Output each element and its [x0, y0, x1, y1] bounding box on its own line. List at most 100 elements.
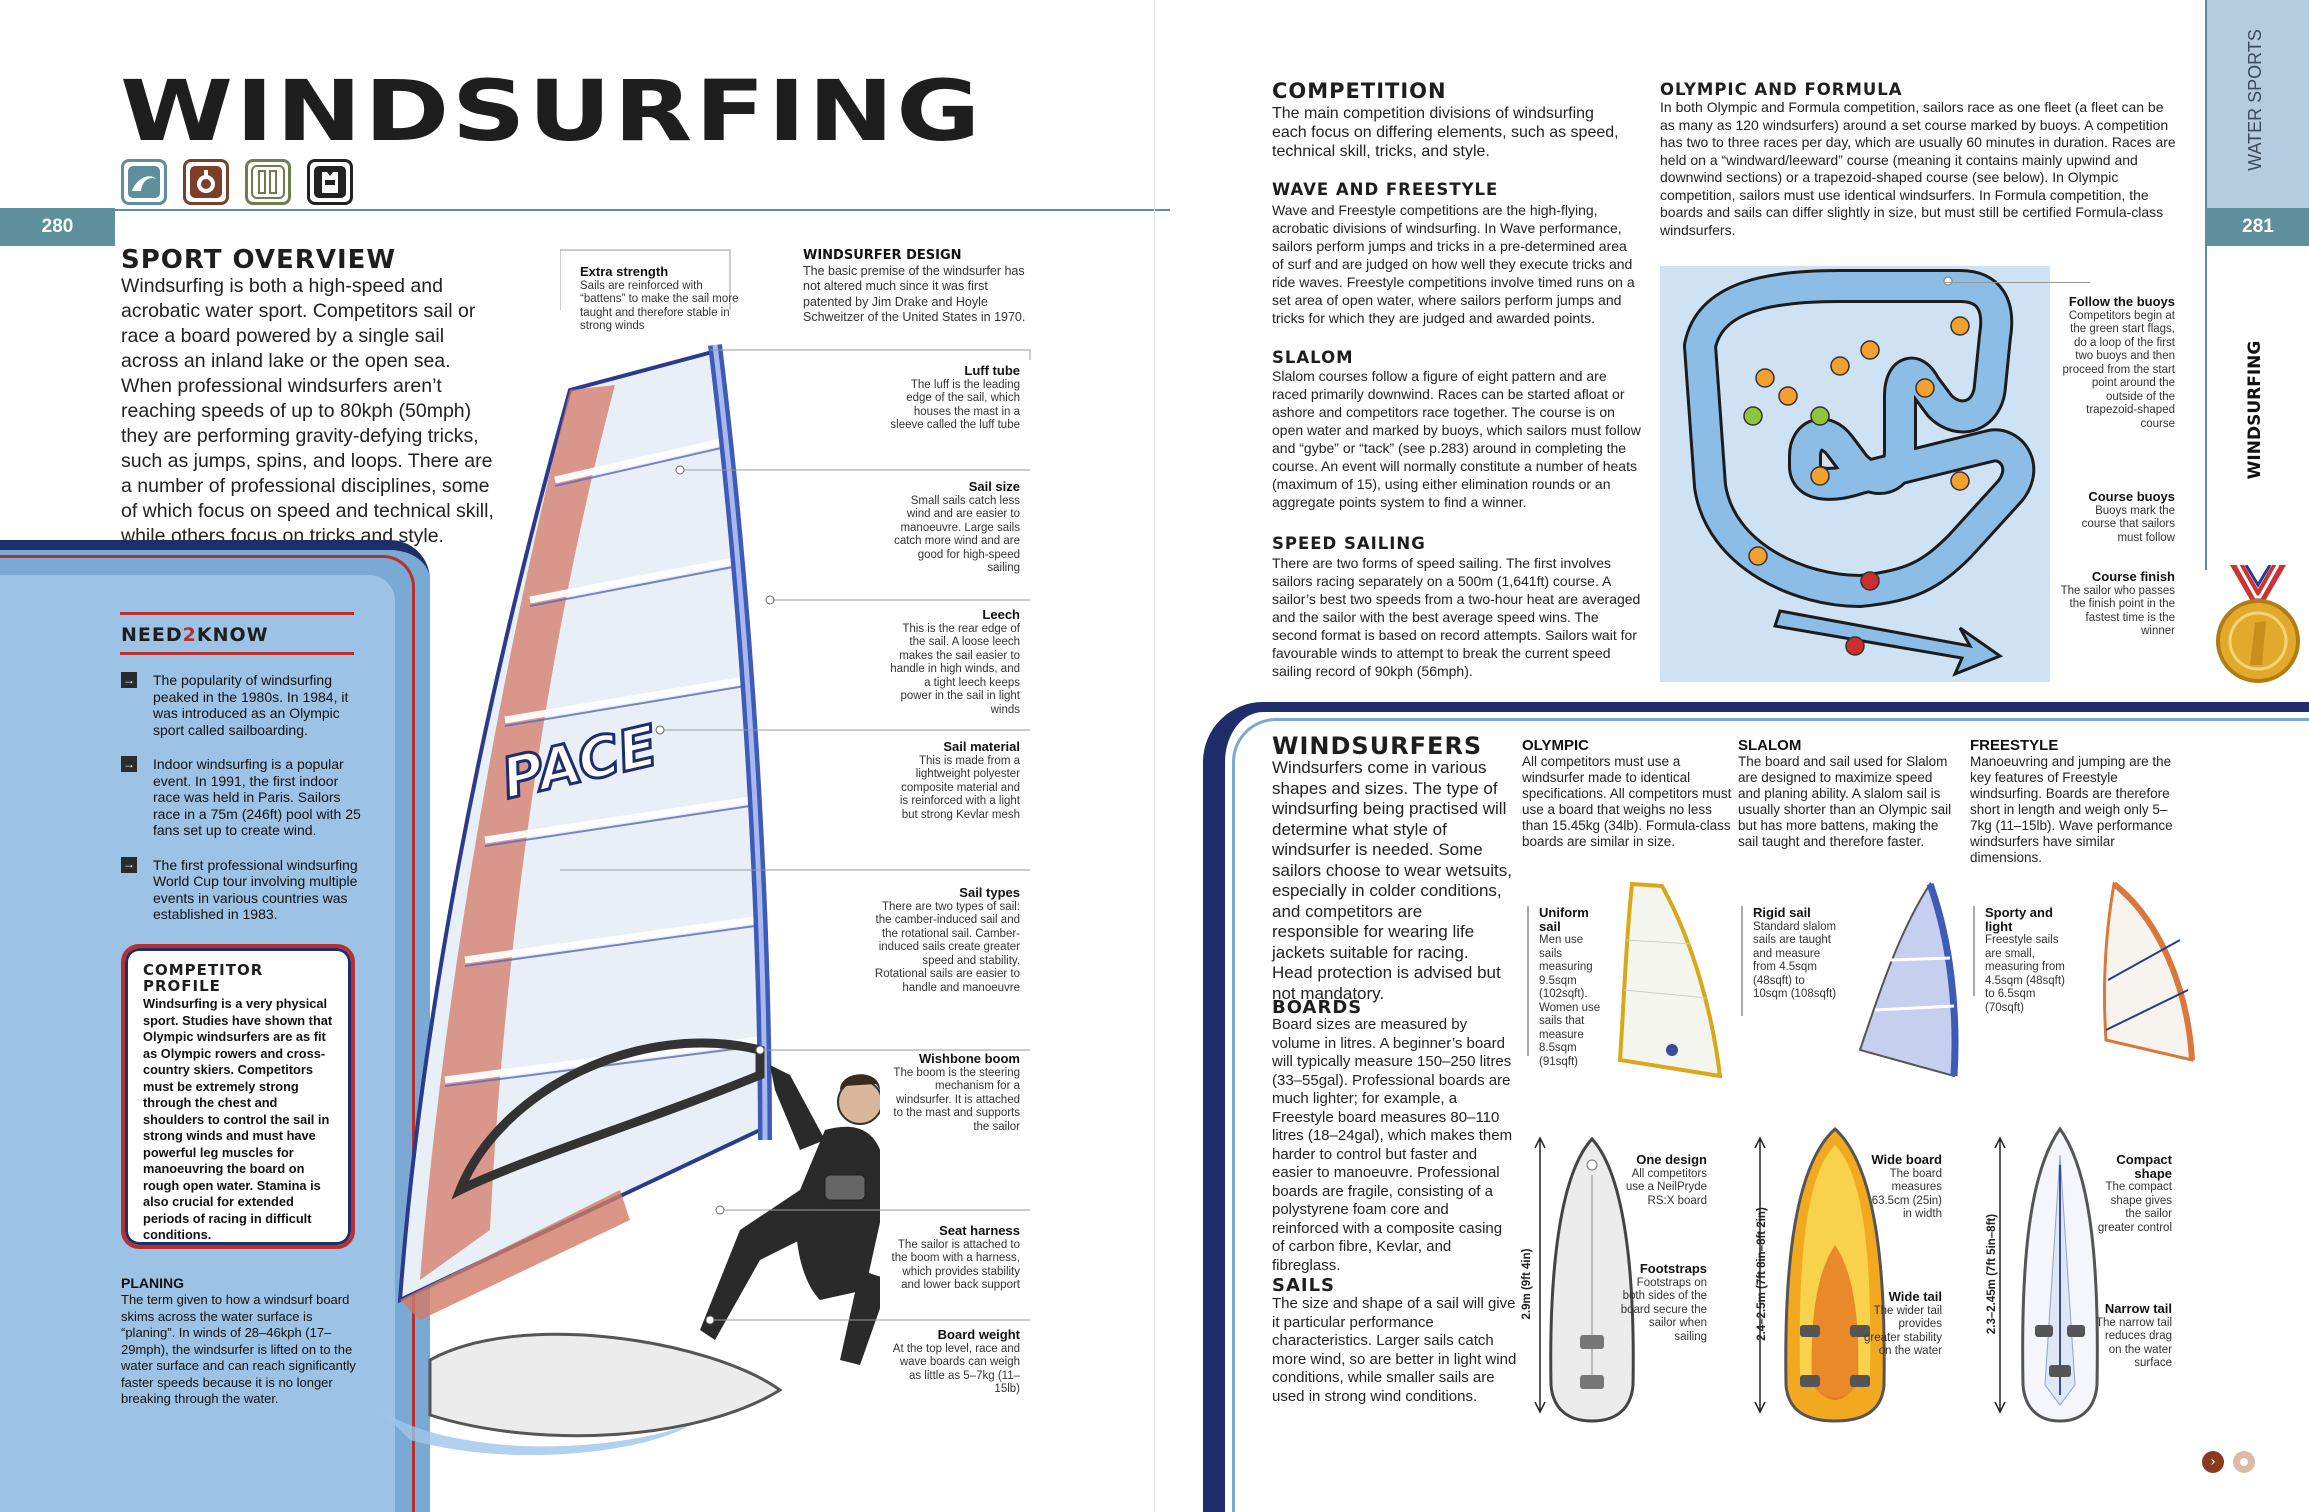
- competitor-profile-heading: COMPETITOR PROFILE: [143, 961, 264, 995]
- list-item: →The first professional windsurfing Worl…: [121, 856, 361, 923]
- annotation-text: The sailor is attached to the boom with …: [891, 1238, 1021, 1292]
- need2know-item-2: Indoor windsurfing is a popular event. I…: [153, 756, 361, 838]
- design-text: The basic premise of the windsurfer has …: [803, 263, 1026, 325]
- need2know-word-b: 2: [182, 624, 197, 646]
- board-label-text: All competitors use a NeilPryde RS:X boa…: [1625, 1167, 1707, 1207]
- vest-icon: [307, 159, 353, 205]
- overview-heading: SPORT OVERVIEW: [121, 245, 397, 275]
- annotation-text: Small sails catch less wind and are easi…: [894, 494, 1020, 575]
- type-column-olympic: OLYMPIC All competitors must use a winds…: [1522, 737, 1737, 850]
- course-label-text: Buoys mark the course that sailors must …: [2081, 504, 2175, 544]
- list-item: →The popularity of windsurfing peaked in…: [121, 672, 361, 738]
- course-label-line: [1945, 282, 2090, 283]
- need2know-word-c: KNOW: [196, 624, 269, 646]
- annotation-text: There are two types of sail: the camber-…: [874, 900, 1020, 994]
- planing-text: The term given to how a windsurf board s…: [121, 1292, 356, 1406]
- board-label-text: Footstraps on both sides of the board se…: [1620, 1276, 1707, 1343]
- sail-label-text: Freestyle sails are small, measuring fro…: [1985, 934, 2065, 1014]
- next-arrow-icon[interactable]: ›: [2202, 1451, 2224, 1473]
- boards-heading: BOARDS: [1272, 997, 1363, 1018]
- type-text: The board and sail used for Slalom are d…: [1738, 754, 1952, 849]
- need2know-rule-bottom: [120, 652, 354, 655]
- annotation-text: At the top level, race and wave boards c…: [892, 1342, 1020, 1396]
- windsurfers-frame: [1203, 702, 2309, 1512]
- competition-text: The main competition divisions of windsu…: [1272, 105, 1619, 160]
- board-icon: [245, 159, 291, 205]
- sail-drawing-slalom: [1858, 881, 1959, 1078]
- wave-freestyle-heading: WAVE AND FREESTYLE: [1272, 180, 1499, 199]
- need2know-rule-top: [120, 612, 354, 615]
- tab-category: WATER SPORTS: [2245, 29, 2265, 171]
- sail-label-title: Rigid sail: [1753, 905, 1811, 920]
- sail-label-title: Uniform sail: [1539, 905, 1589, 934]
- board-drawing-slalom: [1784, 1126, 1886, 1423]
- competitor-profile-text: Windsurfing is a very physical sport. St…: [143, 996, 333, 1242]
- boards-text: Board sizes are measured by volume in li…: [1272, 1016, 1513, 1274]
- sails-heading: SAILS: [1272, 1275, 1336, 1296]
- windsurfer-illustration: PACE: [380, 344, 880, 1456]
- sail-label-title: Sporty and light: [1985, 905, 2053, 934]
- board-label-text: The board measures 63.5cm (25in) in widt…: [1871, 1167, 1942, 1221]
- board-label-title: Footstraps: [1639, 1261, 1707, 1276]
- annotation-lines: [560, 249, 1031, 1325]
- board-label-title: Compact shape: [2116, 1152, 2172, 1181]
- board-label-text: The wider tail provides greater stabilit…: [1864, 1304, 1942, 1358]
- planing-heading: PLANING: [121, 1275, 184, 1291]
- course-label-title: Follow the buoys: [2068, 294, 2175, 309]
- sail-drawing-freestyle: [2102, 881, 2195, 1062]
- annotation-text: The luff is the leading edge of the sail…: [890, 378, 1020, 432]
- page-number-right: 281: [2207, 208, 2309, 246]
- board-drawing-freestyle: [2021, 1126, 2099, 1423]
- olympic-formula-heading: OLYMPIC AND FORMULA: [1660, 80, 1903, 99]
- annotation-text: The boom is the steering mechanism for a…: [893, 1066, 1020, 1133]
- olympic-formula-text: In both Olympic and Formula competition,…: [1660, 99, 2176, 238]
- stopwatch-icon: [183, 159, 229, 205]
- course-label-text: The sailor who passes the finish point i…: [2060, 584, 2175, 638]
- annotation-design: WINDSURFER DESIGN The basic premise of t…: [803, 249, 1033, 326]
- list-item: → Indoor windsurfing is a popular event. …: [121, 756, 361, 839]
- page-number-bar-right: [2207, 209, 2210, 246]
- page-title: WINDSURFING: [120, 62, 983, 160]
- type-column-freestyle: FREESTYLE Manoeuvring and jumping are th…: [1970, 737, 2185, 866]
- annotation-text: Sails are reinforced with “battens” to m…: [580, 279, 739, 333]
- type-heading: FREESTYLE: [1970, 737, 2059, 754]
- chapter-tab-top: [2207, 0, 2309, 208]
- arrow-right-icon: →: [121, 756, 137, 772]
- slalom-heading: SLALOM: [1272, 348, 1354, 367]
- annotation-title: Seat harness: [939, 1223, 1020, 1238]
- category-icons: [121, 159, 353, 205]
- board-label-title: One design: [1636, 1152, 1707, 1167]
- speed-sailing-heading: SPEED SAILING: [1272, 534, 1426, 553]
- course-label-text: Competitors begin at the green start fla…: [2062, 309, 2176, 430]
- annotation-title: Sail size: [968, 479, 1020, 494]
- competitor-profile-box: COMPETITOR PROFILE Windsurfing is a very…: [121, 944, 355, 1249]
- board-label-text: The compact shape gives the sailor great…: [2097, 1181, 2172, 1234]
- course-label-title: Course finish: [2091, 569, 2175, 584]
- panel-stripe: [0, 555, 415, 1512]
- annotation-title: Board weight: [937, 1327, 1020, 1342]
- need2know-word-a: NEED: [121, 624, 183, 646]
- medal-icon: [2216, 565, 2300, 683]
- annotation-text: This is the rear edge of the sail. A loo…: [890, 622, 1020, 716]
- need2know-heading: NEED2KNOW: [121, 624, 269, 646]
- speed-sailing-text: There are two forms of speed sailing. Th…: [1272, 555, 1641, 679]
- page-dot-icon: [2233, 1451, 2255, 1473]
- annotation-title: Leech: [982, 607, 1020, 622]
- course-label-title: Course buoys: [2088, 489, 2175, 504]
- windsurfers-frame-inner: [1232, 718, 2309, 1512]
- annotation-title: Sail types: [959, 885, 1020, 900]
- need2know-list: →The popularity of windsurfing peaked in…: [121, 672, 361, 941]
- wave-icon: [121, 159, 167, 205]
- need2know-item-3: The first professional windsurfing World…: [153, 856, 358, 923]
